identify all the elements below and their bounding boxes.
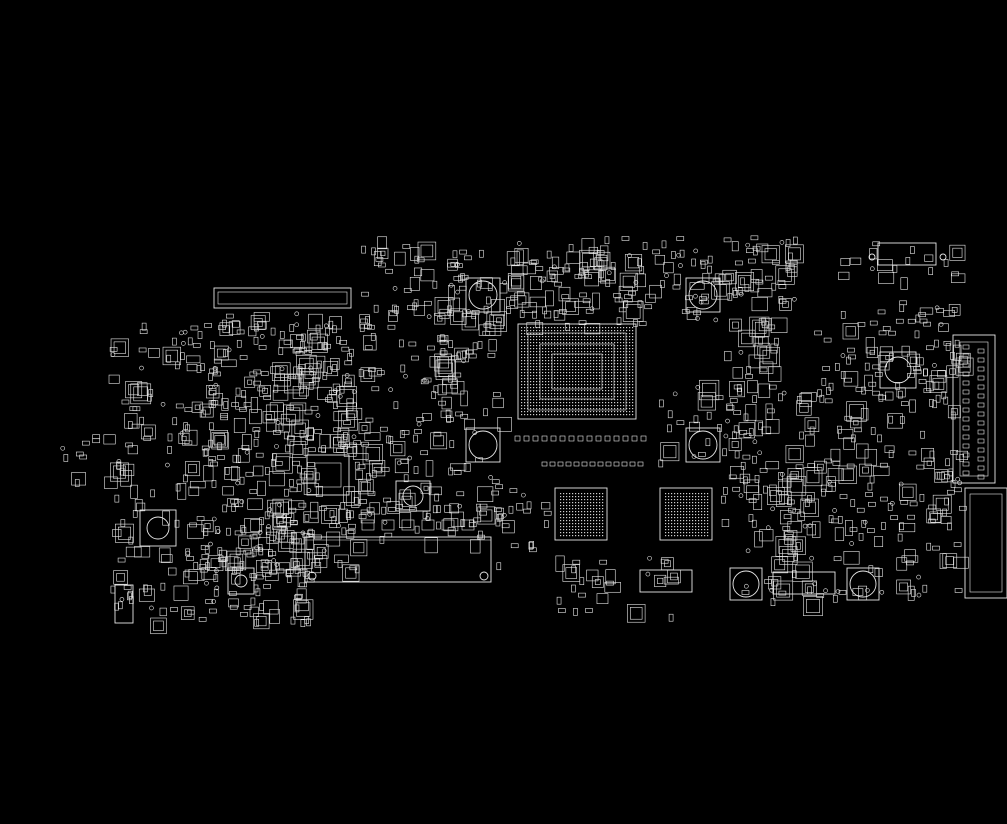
- top-right-connector[interactable]: [868, 242, 947, 266]
- memory-bga-right[interactable]: [659, 487, 713, 541]
- memory-bga-left[interactable]: [554, 487, 608, 541]
- bottom-connector[interactable]: [304, 536, 492, 583]
- top-connector[interactable]: [213, 287, 352, 309]
- right-connector[interactable]: [952, 334, 996, 484]
- passive-components: [60, 235, 974, 635]
- mounting-holes: [114, 277, 917, 624]
- right-lower-connector[interactable]: [964, 487, 1007, 599]
- main-soc-bga[interactable]: [517, 323, 637, 420]
